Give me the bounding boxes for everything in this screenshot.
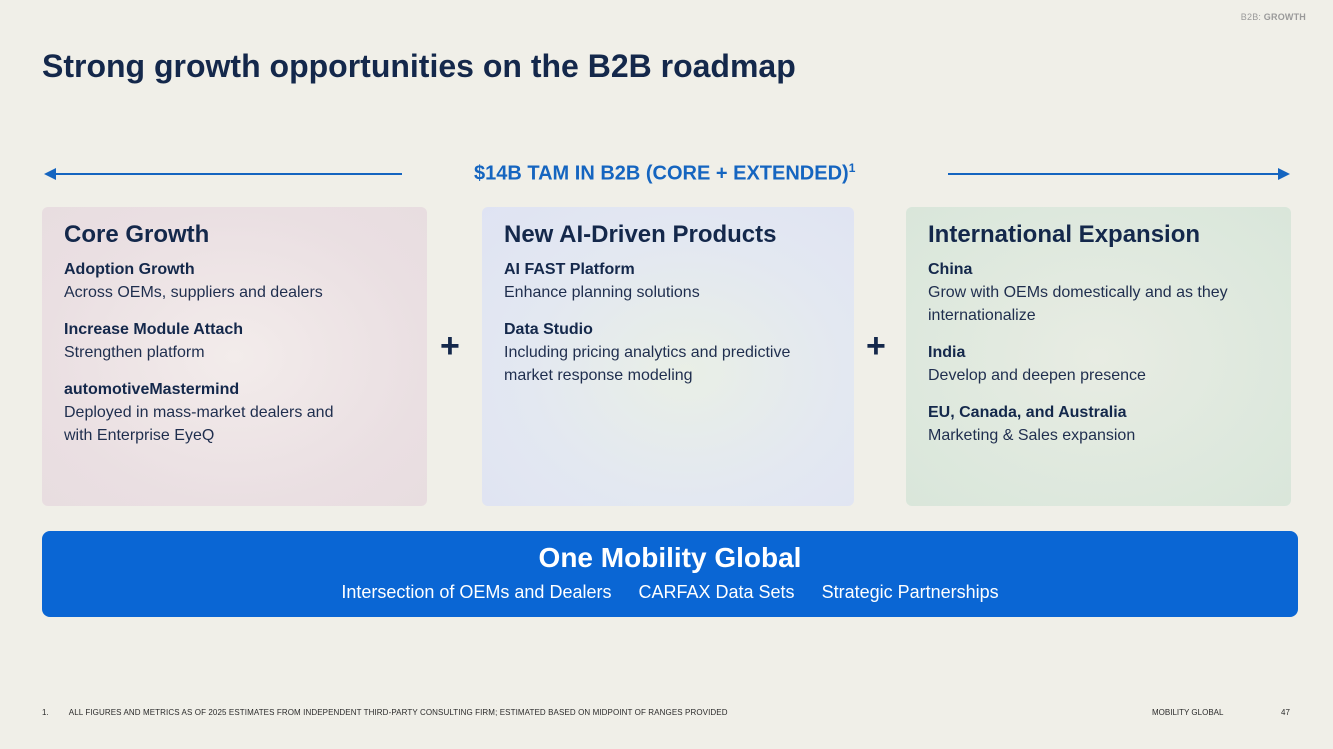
list-item: AI FAST Platform Enhance planning soluti… — [504, 259, 832, 304]
item-desc: Marketing & Sales expansion — [928, 427, 1136, 444]
section-tag-prefix: B2B: — [1240, 12, 1262, 22]
card-title: International Expansion — [928, 221, 1201, 248]
plus-icon: + — [440, 327, 460, 365]
item-title: Data Studio — [504, 321, 593, 338]
item-desc: Including pricing analytics and predicti… — [504, 344, 791, 384]
banner-items: Intersection of OEMs and Dealers CARFAX … — [42, 580, 1298, 604]
banner-item: CARFAX Data Sets — [638, 582, 795, 602]
item-title: China — [928, 261, 973, 278]
item-desc: Strengthen platform — [64, 344, 205, 361]
list-item: Data Studio Including pricing analytics … — [504, 319, 832, 387]
arrow-left-icon — [44, 168, 56, 180]
tam-label: $14B TAM IN B2B (CORE + EXTENDED)1 — [474, 161, 855, 186]
list-item: EU, Canada, and Australia Marketing & Sa… — [928, 402, 1269, 447]
card-core-growth: Core Growth Adoption Growth Across OEMs,… — [42, 207, 427, 506]
page-number: 47 — [1281, 708, 1290, 717]
item-title: AI FAST Platform — [504, 261, 635, 278]
tam-footnote-marker: 1 — [848, 161, 856, 175]
footer-brand: MOBILITY GLOBAL — [1152, 708, 1224, 717]
footnote-number: 1. — [42, 708, 49, 717]
card-title: New AI-Driven Products — [504, 221, 777, 248]
list-item: Adoption Growth Across OEMs, suppliers a… — [64, 259, 405, 304]
item-title: automotiveMastermind — [64, 381, 240, 398]
section-tag-name: GROWTH — [1263, 12, 1306, 22]
arrow-right-icon — [1278, 168, 1290, 180]
footnote-text: ALL FIGURES AND METRICS AS OF 2025 ESTIM… — [68, 708, 728, 717]
banner-title: One Mobility Global — [538, 542, 802, 573]
tam-line-right — [948, 173, 1280, 175]
item-title: EU, Canada, and Australia — [928, 404, 1127, 421]
list-item: China Grow with OEMs domestically and as… — [928, 259, 1269, 327]
list-item: India Develop and deepen presence — [928, 342, 1269, 387]
item-desc: Across OEMs, suppliers and dealers — [64, 284, 323, 301]
plus-icon: + — [866, 327, 886, 365]
banner-item: Intersection of OEMs and Dealers — [341, 582, 612, 602]
card-ai-products: New AI-Driven Products AI FAST Platform … — [482, 207, 854, 506]
item-desc: Deployed in mass-market dealers and with… — [64, 404, 334, 444]
section-tag: B2B: GROWTH — [1241, 12, 1306, 22]
item-desc: Grow with OEMs domestically and as they … — [928, 284, 1228, 324]
item-title: Increase Module Attach — [64, 321, 244, 338]
tam-row: $14B TAM IN B2B (CORE + EXTENDED)1 — [42, 158, 1292, 190]
tam-line-left — [54, 173, 402, 175]
item-title: Adoption Growth — [64, 261, 195, 278]
card-title: Core Growth — [64, 221, 210, 248]
card-international-expansion: International Expansion China Grow with … — [906, 207, 1291, 506]
list-item: Increase Module Attach Strengthen platfo… — [64, 319, 405, 364]
list-item: automotiveMastermind Deployed in mass-ma… — [64, 379, 405, 447]
tam-label-text: $14B TAM IN B2B (CORE + EXTENDED) — [474, 162, 849, 185]
footnote: 1. ALL FIGURES AND METRICS AS OF 2025 ES… — [42, 708, 728, 717]
one-mobility-banner: One Mobility Global Intersection of OEMs… — [42, 531, 1298, 617]
page-title: Strong growth opportunities on the B2B r… — [42, 48, 796, 84]
item-desc: Develop and deepen presence — [928, 367, 1146, 384]
item-desc: Enhance planning solutions — [504, 284, 700, 301]
item-title: India — [928, 344, 966, 361]
banner-item: Strategic Partnerships — [821, 582, 999, 602]
